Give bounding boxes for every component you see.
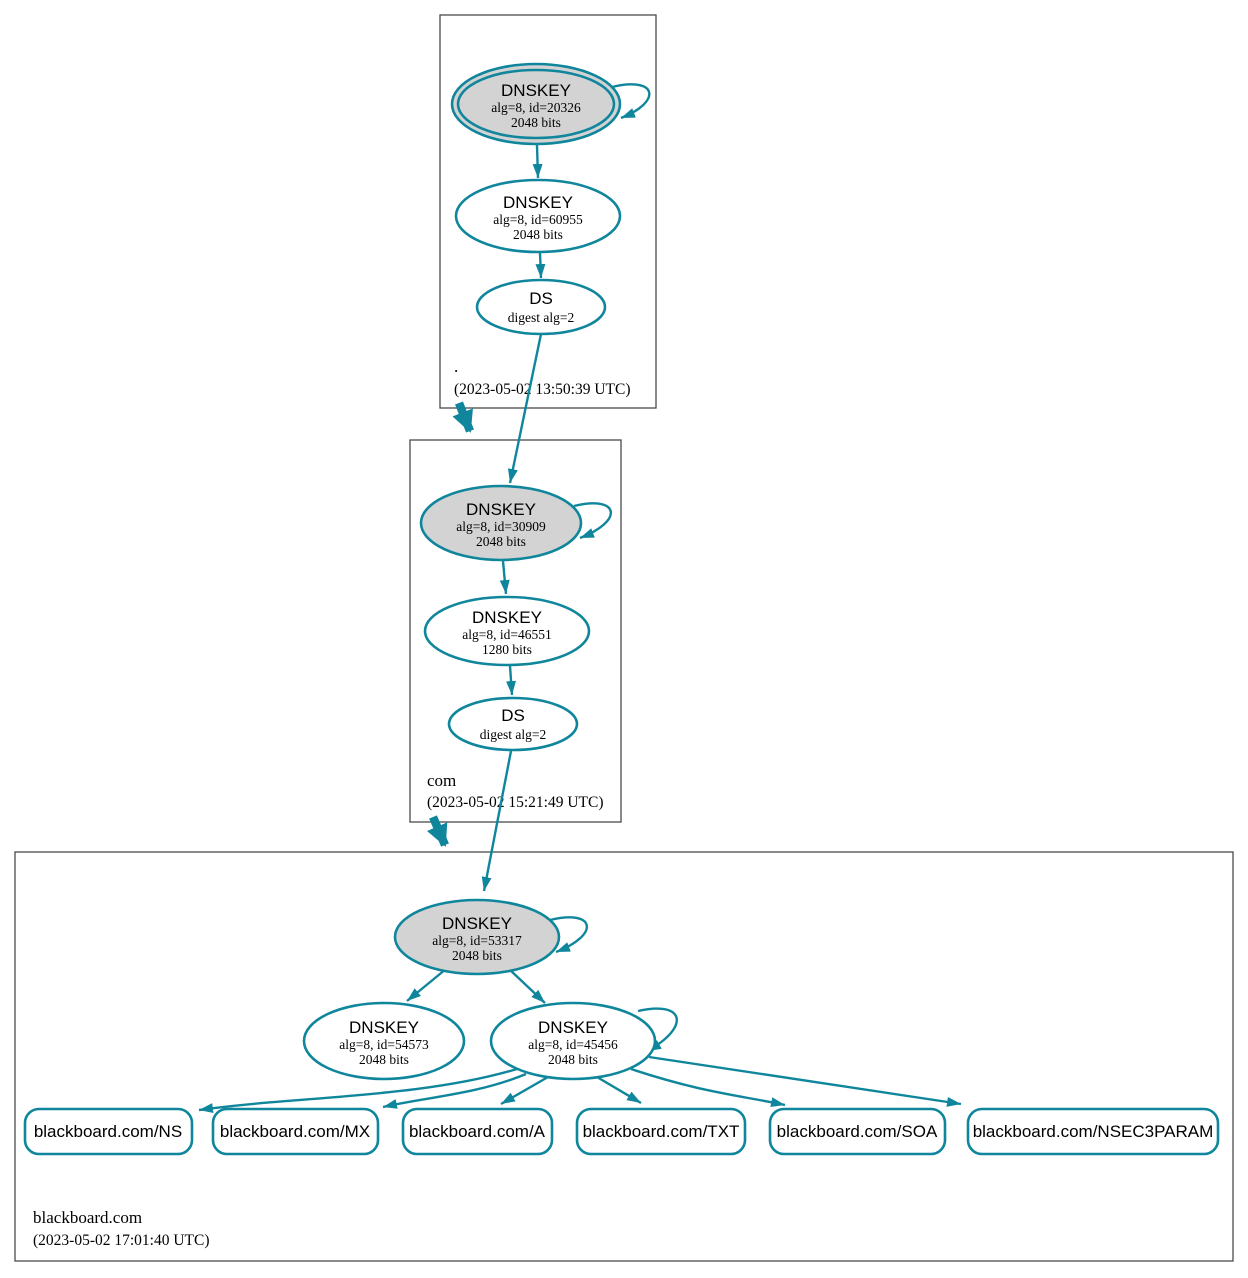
edge-com-ds-to-blackboard-ksk	[481, 750, 513, 892]
node-dnskey-20326-title: DNSKEY	[501, 81, 571, 100]
rrset-a-label: blackboard.com/A	[409, 1122, 546, 1141]
edge-com-zsk-to-ds	[506, 665, 517, 696]
rrset-soa[interactable]: blackboard.com/SOA	[768, 1107, 947, 1156]
delegation-arrow-root-to-com	[452, 401, 474, 433]
edge-bb-ksk-to-zsk-54573	[406, 968, 447, 1002]
edge-zsk-to-txt	[596, 1075, 642, 1105]
node-ds-root-detail: digest alg=2	[508, 310, 574, 325]
node-dnskey-53317[interactable]: DNSKEY alg=8, id=53317 2048 bits	[393, 898, 561, 976]
zone-timestamp-root: (2023-05-02 13:50:39 UTC)	[454, 381, 631, 398]
edge-zsk-to-soa	[630, 1067, 786, 1108]
node-ds-com-detail: digest alg=2	[480, 727, 546, 742]
node-ds-root[interactable]: DS digest alg=2	[475, 278, 607, 336]
node-dnskey-53317-detail: alg=8, id=53317	[432, 933, 522, 948]
edge-zsk-to-a	[500, 1075, 549, 1106]
edge-com-ksk-to-zsk	[499, 560, 510, 595]
edge-bb-ksk-to-zsk-45456	[508, 968, 546, 1004]
edge-root-ds-to-com-ksk	[507, 333, 543, 484]
node-dnskey-30909[interactable]: DNSKEY alg=8, id=30909 2048 bits	[419, 484, 583, 562]
rrset-mx-label: blackboard.com/MX	[220, 1122, 370, 1141]
rrset-txt[interactable]: blackboard.com/TXT	[575, 1107, 747, 1156]
node-dnskey-54573-detail: alg=8, id=54573	[339, 1037, 429, 1052]
selfloop-bb-ksk	[549, 916, 588, 954]
node-dnskey-20326[interactable]: DNSKEY alg=8, id=20326 2048 bits	[450, 62, 622, 146]
edge-root-ksk-to-zsk	[532, 144, 543, 179]
node-dnskey-60955-size: 2048 bits	[513, 227, 563, 242]
node-dnskey-54573-title: DNSKEY	[349, 1018, 419, 1037]
zone-timestamp-com: (2023-05-02 15:21:49 UTC)	[427, 794, 604, 811]
node-ds-com-title: DS	[501, 706, 525, 725]
zone-label-root: .	[454, 357, 458, 376]
rrset-nsec3param-label: blackboard.com/NSEC3PARAM	[973, 1122, 1214, 1141]
node-dnskey-46551[interactable]: DNSKEY alg=8, id=46551 1280 bits	[423, 595, 591, 667]
zone-label-blackboard: blackboard.com	[33, 1208, 142, 1227]
edge-root-zsk-to-ds	[535, 252, 546, 279]
rrset-ns[interactable]: blackboard.com/NS	[23, 1107, 194, 1156]
node-dnskey-45456-detail: alg=8, id=45456	[528, 1037, 618, 1052]
rrset-ns-label: blackboard.com/NS	[34, 1122, 182, 1141]
rrset-soa-label: blackboard.com/SOA	[777, 1122, 938, 1141]
node-dnskey-53317-size: 2048 bits	[452, 948, 502, 963]
node-dnskey-53317-title: DNSKEY	[442, 914, 512, 933]
node-dnskey-30909-title: DNSKEY	[466, 500, 536, 519]
selfloop-root-ksk	[611, 83, 651, 120]
node-dnskey-60955[interactable]: DNSKEY alg=8, id=60955 2048 bits	[454, 178, 622, 254]
rrset-mx[interactable]: blackboard.com/MX	[211, 1107, 380, 1156]
node-dnskey-60955-detail: alg=8, id=60955	[493, 212, 583, 227]
node-ds-com[interactable]: DS digest alg=2	[447, 696, 579, 752]
node-dnskey-54573-size: 2048 bits	[359, 1052, 409, 1067]
node-dnskey-45456-title: DNSKEY	[538, 1018, 608, 1037]
node-ds-root-title: DS	[529, 289, 553, 308]
node-dnskey-30909-size: 2048 bits	[476, 534, 526, 549]
zone-label-com: com	[427, 771, 456, 790]
node-dnskey-45456-size: 2048 bits	[548, 1052, 598, 1067]
node-dnskey-46551-title: DNSKEY	[472, 608, 542, 627]
delegation-arrow-com-to-blackboard	[427, 815, 449, 847]
node-dnskey-46551-detail: alg=8, id=46551	[462, 627, 551, 642]
node-dnskey-46551-size: 1280 bits	[482, 642, 532, 657]
selfloop-bb-zsk-45456	[637, 1007, 678, 1053]
node-dnskey-45456[interactable]: DNSKEY alg=8, id=45456 2048 bits	[489, 1001, 657, 1081]
selfloop-com-ksk	[573, 502, 612, 540]
zone-timestamp-blackboard: (2023-05-02 17:01:40 UTC)	[33, 1232, 210, 1249]
node-dnskey-60955-title: DNSKEY	[503, 193, 573, 212]
node-dnskey-54573[interactable]: DNSKEY alg=8, id=54573 2048 bits	[302, 1001, 466, 1081]
edge-zsk-to-mx	[382, 1072, 527, 1109]
node-dnskey-20326-detail: alg=8, id=20326	[491, 100, 581, 115]
edge-zsk-to-nsec3param	[648, 1055, 962, 1107]
rrset-txt-label: blackboard.com/TXT	[583, 1122, 740, 1141]
rrset-a[interactable]: blackboard.com/A	[401, 1107, 554, 1156]
node-dnskey-30909-detail: alg=8, id=30909	[456, 519, 546, 534]
edge-zsk-to-ns	[198, 1067, 518, 1114]
node-dnskey-20326-size: 2048 bits	[511, 115, 561, 130]
rrset-nsec3param[interactable]: blackboard.com/NSEC3PARAM	[966, 1107, 1220, 1156]
